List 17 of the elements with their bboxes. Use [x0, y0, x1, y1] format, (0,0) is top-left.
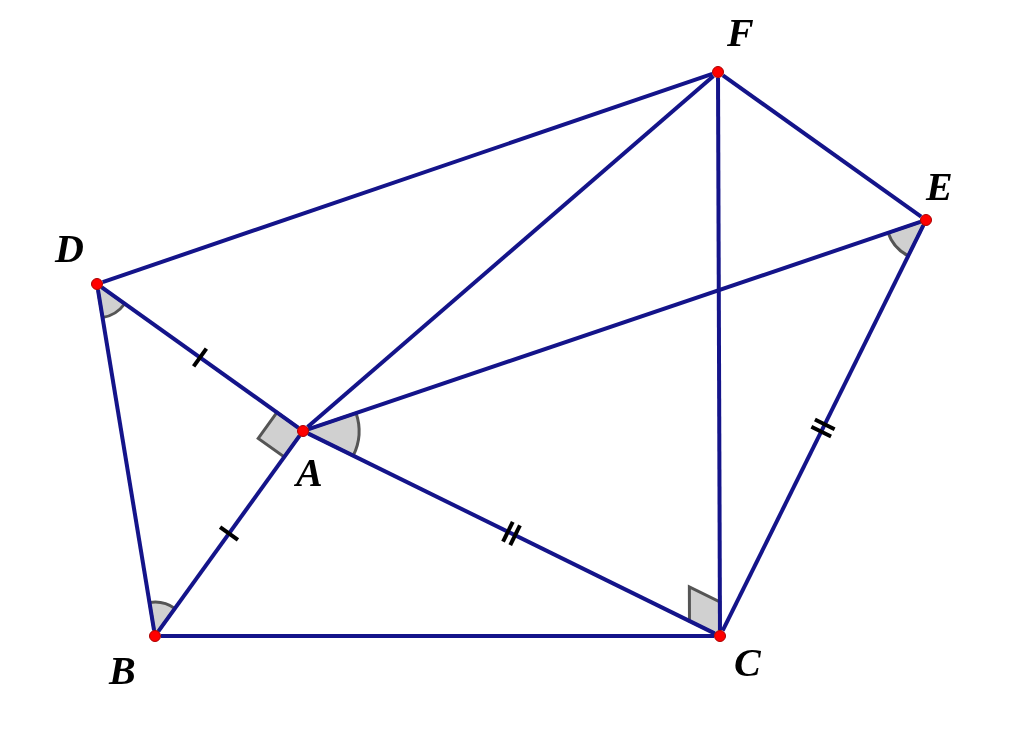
line-segment — [156, 434, 302, 633]
line-segment — [720, 224, 926, 632]
line-segment — [161, 634, 714, 638]
point-label: B — [109, 651, 136, 691]
point-label: C — [734, 643, 761, 683]
point-label: A — [296, 453, 323, 493]
point-label: D — [55, 229, 84, 269]
line-segment — [306, 74, 715, 429]
point-label: F — [727, 13, 754, 53]
line-segment — [307, 431, 716, 636]
line-segment — [100, 285, 300, 430]
line-segment — [716, 78, 722, 630]
line-segment — [721, 73, 923, 219]
point-label: E — [926, 167, 953, 207]
line-segment — [308, 220, 921, 431]
line-segment — [102, 72, 713, 284]
line-segment — [96, 289, 156, 631]
